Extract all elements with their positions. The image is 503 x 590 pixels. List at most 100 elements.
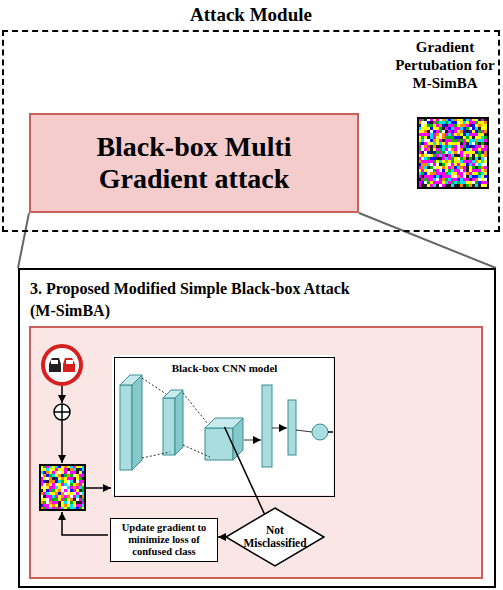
noise-cell [70, 495, 73, 498]
noise-cell [466, 169, 469, 172]
noise-cell [442, 178, 445, 181]
noise-cell [58, 483, 61, 486]
noise-cell [439, 172, 442, 175]
noise-cell [442, 133, 445, 136]
noise-cell [46, 474, 49, 477]
noise-cell [433, 181, 436, 184]
noise-cell [457, 133, 460, 136]
noise-cell [421, 130, 424, 133]
noise-cell [442, 163, 445, 166]
noise-cell [70, 486, 73, 489]
noise-cell [433, 166, 436, 169]
noise-cell [445, 121, 448, 124]
noise-cell [478, 136, 481, 139]
noise-cell [463, 157, 466, 160]
noise-cell [445, 127, 448, 130]
noise-cell [79, 495, 82, 498]
noise-cell [52, 492, 55, 495]
flow-arrow [218, 536, 225, 538]
noise-cell [79, 501, 82, 504]
noise-cell [439, 151, 442, 154]
noise-cell [466, 142, 469, 145]
noise-cell [49, 492, 52, 495]
noise-cell [430, 130, 433, 133]
noise-cell [67, 498, 70, 501]
noise-cell [472, 142, 475, 145]
noise-cell [58, 504, 61, 507]
noise-cell [430, 157, 433, 160]
noise-cell [64, 498, 67, 501]
noise-cell [460, 127, 463, 130]
noise-cell [424, 172, 427, 175]
noise-cell [463, 166, 466, 169]
noise-cell [466, 163, 469, 166]
noise-cell [433, 163, 436, 166]
noise-cell [46, 471, 49, 474]
noise-cell [457, 136, 460, 139]
noise-cell [481, 181, 484, 184]
noise-cell [478, 127, 481, 130]
noise-cell [442, 160, 445, 163]
noise-cell [484, 169, 487, 172]
noise-cell [475, 163, 478, 166]
noise-cell [484, 181, 487, 184]
noise-cell [424, 151, 427, 154]
noise-cell [61, 498, 64, 501]
noise-cell [439, 127, 442, 130]
noise-cell [52, 504, 55, 507]
noise-cell [475, 130, 478, 133]
noise-cell [433, 175, 436, 178]
noise-cell [469, 172, 472, 175]
noise-cell [451, 163, 454, 166]
noise-cell [427, 145, 430, 148]
noise-cell [448, 130, 451, 133]
noise-cell [436, 148, 439, 151]
noise-cell [460, 160, 463, 163]
noise-cell [73, 498, 76, 501]
noise-cell [70, 489, 73, 492]
noise-cell [445, 163, 448, 166]
noise-cell [49, 477, 52, 480]
noise-cell [52, 486, 55, 489]
noise-cell [433, 145, 436, 148]
noise-cell [67, 468, 70, 471]
noise-cell [457, 130, 460, 133]
noise-cell [457, 181, 460, 184]
box-heading: 3. Proposed Modified Simple Black-box At… [30, 278, 370, 321]
noise-cell [79, 480, 82, 483]
noise-cell [457, 166, 460, 169]
noise-cell [439, 136, 442, 139]
noise-cell [445, 157, 448, 160]
noise-cell [421, 148, 424, 151]
noise-cell [427, 154, 430, 157]
noise-cell [424, 160, 427, 163]
detail-panel: 3. Proposed Modified Simple Black-box At… [18, 268, 496, 588]
noise-cell [436, 124, 439, 127]
noise-cell [61, 471, 64, 474]
noise-cell [481, 157, 484, 160]
noise-cell [43, 498, 46, 501]
noise-cell [436, 154, 439, 157]
noise-cell [460, 175, 463, 178]
noise-cell [430, 175, 433, 178]
noise-cell [466, 166, 469, 169]
noise-cell [442, 172, 445, 175]
noise-cell [475, 121, 478, 124]
noise-cell [463, 178, 466, 181]
noise-cell [442, 166, 445, 169]
noise-cell [430, 163, 433, 166]
noise-cell [58, 495, 61, 498]
noise-cell [469, 151, 472, 154]
noise-cell [448, 145, 451, 148]
noise-cell [439, 160, 442, 163]
noise-cell [55, 477, 58, 480]
noise-cell [433, 136, 436, 139]
noise-cell [433, 172, 436, 175]
noise-cell [463, 172, 466, 175]
noise-cell [49, 474, 52, 477]
noise-cell [442, 130, 445, 133]
noise-cell [436, 178, 439, 181]
noise-cell [481, 124, 484, 127]
noise-cell [64, 495, 67, 498]
noise-cell [46, 495, 49, 498]
